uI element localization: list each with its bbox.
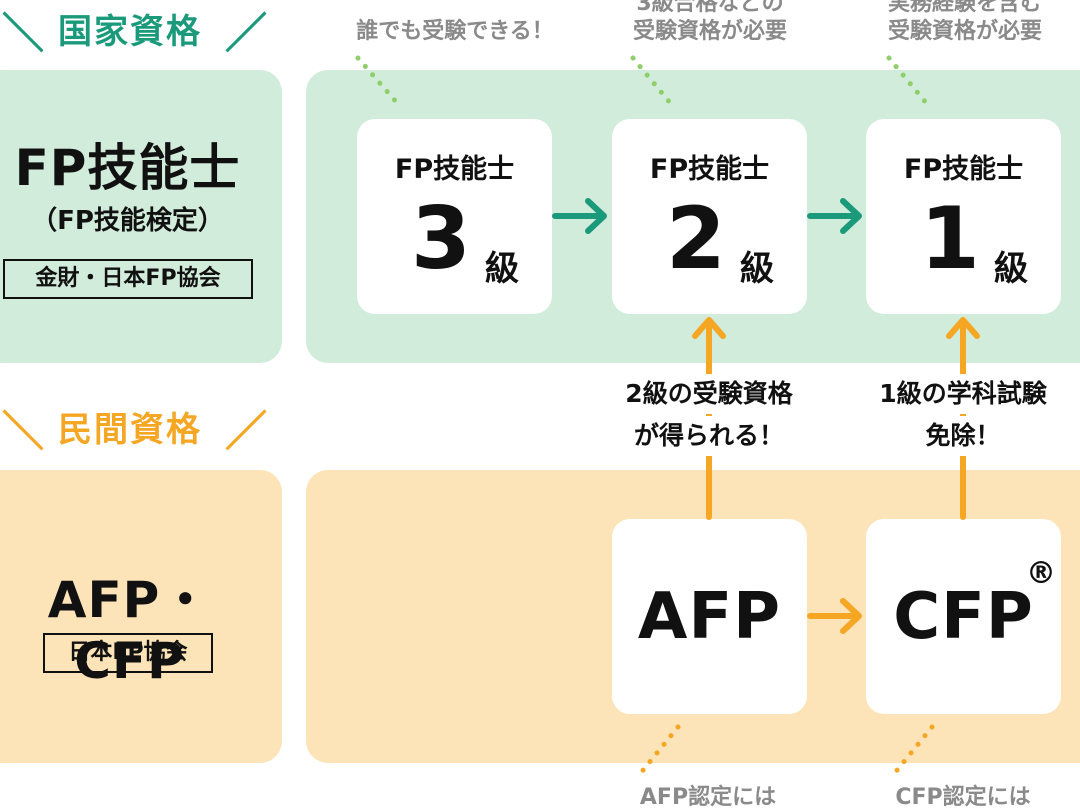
note-grade1-line2: 受験資格が必要: [887, 19, 1042, 44]
cfp-registered-mark: ®: [1026, 556, 1056, 591]
private-left-panel: [0, 470, 282, 763]
card-afp-label: AFP: [637, 579, 782, 654]
arrow-3-to-2: [552, 198, 607, 234]
card-cfp-label: CFP: [893, 579, 1034, 654]
national-left-panel: [0, 70, 282, 363]
card-grade2-number: 2: [666, 189, 726, 289]
note-cfp: CFP認定には: [895, 785, 1031, 810]
private-header-left-slash: ＼: [2, 407, 45, 456]
arrow-2-to-1: [807, 198, 862, 234]
header-right-slash: ／: [225, 9, 268, 58]
card-grade3-label: FP技能士: [394, 154, 515, 185]
private-header-right-slash: ／: [225, 407, 268, 456]
card-cfp: CFP: [866, 519, 1061, 714]
private-title: AFP・CFP: [47, 571, 212, 690]
cfp-benefit-line2: 免除！: [908, 416, 1018, 456]
private-header: 民間資格: [58, 410, 202, 450]
cfp-benefit-line1: 1級の学科試験: [858, 374, 1068, 414]
note-grade2-line2: 受験資格が必要: [632, 19, 787, 44]
dots-cfp: [891, 724, 935, 777]
dots-grade3: [355, 55, 401, 107]
card-grade1-label: FP技能士: [903, 154, 1024, 185]
national-subtitle: （FP技能検定）: [31, 206, 224, 236]
card-grade3-number: 3: [411, 189, 471, 289]
card-afp: AFP: [612, 519, 807, 714]
card-grade1: FP技能士 1 級: [866, 119, 1061, 314]
afp-benefit-line1: 2級の受験資格: [604, 374, 814, 414]
note-grade2-line1: 3級合格などの: [636, 0, 784, 16]
card-grade2-kyu: 級: [740, 249, 774, 289]
note-afp: AFP認定には: [639, 785, 777, 810]
national-header: 国家資格: [58, 12, 202, 52]
card-grade2: FP技能士 2 級: [612, 119, 807, 314]
private-org-box: 日本FP協会: [43, 633, 213, 673]
national-title: FP技能士: [14, 139, 241, 197]
note-grade1-line1: 実務経験を含む: [887, 0, 1042, 16]
card-grade3-kyu: 級: [485, 249, 519, 289]
dots-grade1: [886, 55, 930, 107]
dots-grade2: [630, 55, 674, 107]
header-left-slash: ＼: [2, 9, 45, 58]
afp-benefit-line2: が得られる！: [614, 416, 804, 456]
arrow-afp-to-cfp: [807, 598, 862, 634]
card-grade3: FP技能士 3 級: [357, 119, 552, 314]
dots-afp: [637, 724, 681, 777]
card-grade1-number: 1: [920, 189, 980, 289]
note-grade3: 誰でも受験できる！: [356, 19, 554, 44]
national-org-box: 金財・日本FP協会: [3, 259, 253, 299]
card-grade1-kyu: 級: [994, 249, 1028, 289]
card-grade2-label: FP技能士: [649, 154, 770, 185]
